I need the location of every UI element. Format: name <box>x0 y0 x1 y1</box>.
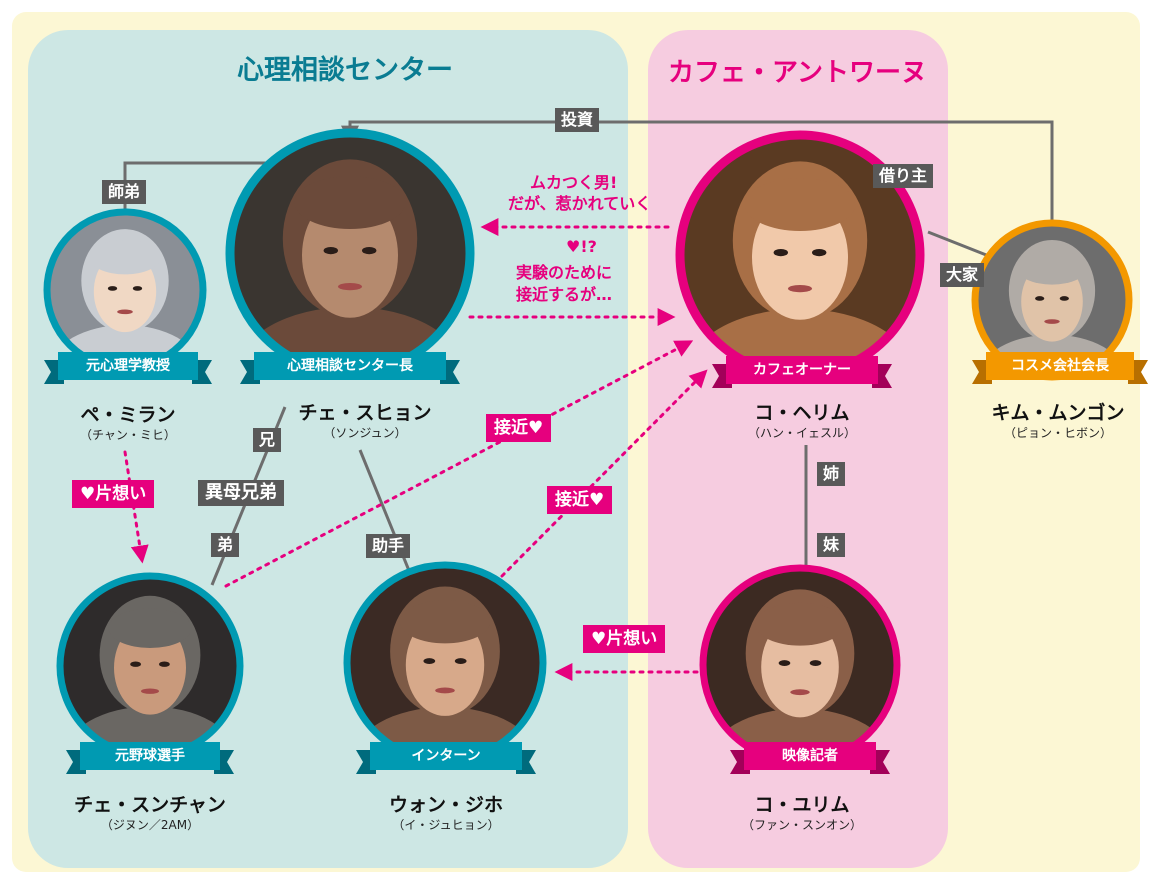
master-disciple-tag: 師弟 <box>102 180 147 204</box>
actor-seheon: （ソンジュン） <box>323 426 407 440</box>
older-sister-tag: 姉 <box>817 462 846 486</box>
center-region-title: 心理相談センター <box>237 55 453 86</box>
role-ribbon-milan: 元心理学教授 <box>44 352 212 384</box>
approach-tag-1: 接近♥ <box>486 414 552 442</box>
borrower-tag: 借り主 <box>873 164 934 188</box>
portrait-jiho <box>343 561 547 765</box>
approach-tag-2: 接近♥ <box>547 486 613 514</box>
role-ribbon-yurim: 映像記者 <box>730 742 890 774</box>
unrequited-tag-1: ♥片想い <box>72 480 155 508</box>
actor-munggon: （ピョン・ヒボン） <box>1003 426 1112 440</box>
actor-sungchan: （ジヌン／2AM） <box>100 818 200 832</box>
heart-note: ♥!? <box>566 237 597 256</box>
half-brothers-tag: 異母兄弟 <box>198 480 284 506</box>
name-seheon: チェ・スヒョン <box>298 402 432 424</box>
experiment-note-line1: 実験のために <box>516 263 613 282</box>
name-yurim: コ・ユリム <box>754 794 850 816</box>
role-ribbon-munggon: コスメ会社会長 <box>972 352 1148 384</box>
landlord-tag: 大家 <box>940 263 985 287</box>
younger-sister-tag: 妹 <box>817 533 846 557</box>
experiment-note-line2: 接近するが… <box>516 285 613 304</box>
older-brother-tag: 兄 <box>253 428 282 452</box>
role-ribbon-jiho: インターン <box>356 742 536 774</box>
cafe-region-title: カフェ・アントワーヌ <box>668 58 927 88</box>
name-milan: ペ・ミラン <box>80 404 176 426</box>
role-ribbon-herim: カフェオーナー <box>712 356 892 388</box>
approach-sungchan-arrow <box>224 340 694 588</box>
portrait-seheon <box>225 128 475 378</box>
name-jiho: ウォン・ジホ <box>388 794 503 816</box>
actor-milan: （チャン・ミヒ） <box>80 428 176 442</box>
investment-tag: 投資 <box>555 108 600 132</box>
actor-herim: （ハン・イェスル） <box>747 426 856 440</box>
annoying-note-line1: ムカつく男! <box>530 173 618 192</box>
portrait-milan <box>43 208 207 372</box>
assistant-tag: 助手 <box>366 534 411 558</box>
approach-jiho-arrow <box>500 369 708 578</box>
portrait-yurim <box>699 564 901 766</box>
name-munggon: キム・ムンゴン <box>991 402 1125 424</box>
name-sungchan: チェ・スンチャン <box>74 794 226 816</box>
annoying-note-line2: だが、惹かれていく <box>508 194 652 213</box>
portrait-sungchan <box>56 572 244 760</box>
younger-brother-tag: 弟 <box>211 533 240 557</box>
actor-jiho: （イ・ジュヒョン） <box>392 818 500 832</box>
role-ribbon-seheon: 心理相談センター長 <box>240 352 460 384</box>
actor-yurim: （ファン・スンオン） <box>741 818 862 832</box>
unrequited-tag-2: ♥片想い <box>583 625 666 653</box>
role-ribbon-sungchan: 元野球選手 <box>66 742 234 774</box>
name-herim: コ・ヘリム <box>754 402 850 424</box>
